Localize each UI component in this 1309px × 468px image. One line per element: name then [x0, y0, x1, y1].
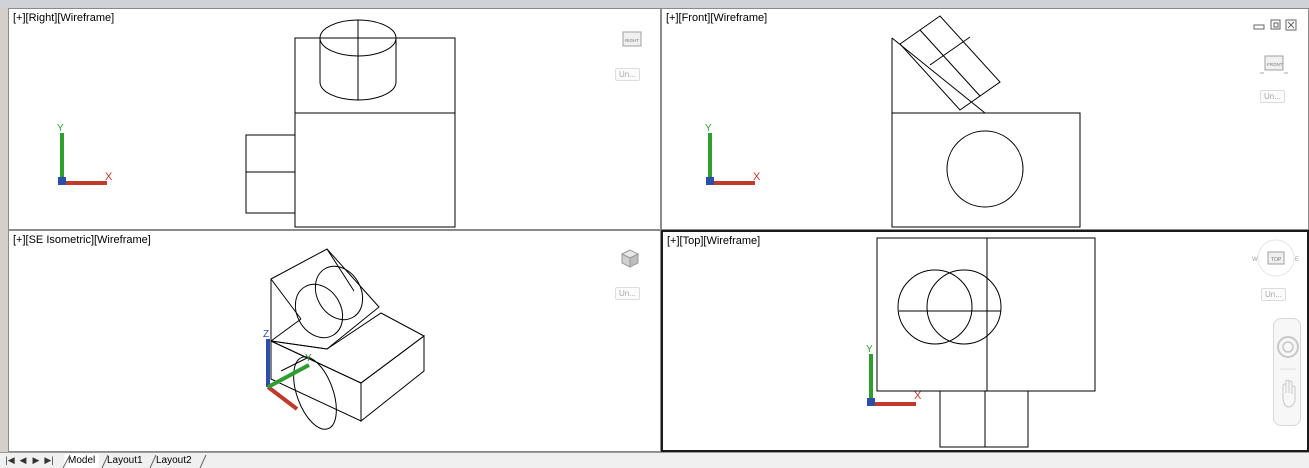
tab-layout1[interactable]: Layout1: [107, 455, 143, 466]
ucs-y-label: Y: [305, 353, 312, 364]
viewport-label-front[interactable]: [+][Front][Wireframe]: [666, 12, 768, 24]
geometry-se-isometric: [270, 248, 425, 430]
iso-front-cylinder: [293, 356, 337, 430]
side-box: [245, 134, 296, 214]
ucs-origin: [867, 398, 875, 406]
tab-layout2[interactable]: Layout2: [156, 455, 192, 466]
ucs-z-label: Z: [263, 329, 269, 340]
ucs-icon-top: Y X: [866, 344, 922, 406]
ucs-y-label: Y: [866, 344, 873, 355]
tab-model[interactable]: Model: [64, 454, 100, 468]
ucs-menu-button-se-isometric[interactable]: Un...: [615, 287, 640, 300]
drawing-front: Y X FRONT: [705, 15, 1297, 228]
top-plan-outline: [876, 237, 1096, 392]
viewport-label-top[interactable]: [+][Top][Wireframe]: [667, 235, 761, 247]
tilted-cylinder-divider-2: [929, 36, 971, 66]
ucs-y-label: Y: [57, 123, 64, 134]
compass-west: W: [1252, 257, 1258, 263]
ucs-origin: [58, 177, 66, 185]
iso-front-cylinder-edge: [280, 356, 310, 372]
iso-cylinder-top: [314, 265, 364, 321]
tab-slants: [62, 454, 207, 468]
drawing-right: Y X RIGHT: [57, 19, 642, 228]
pan-hand-icon[interactable]: [1282, 379, 1296, 408]
viewcube-face-label: RIGHT: [625, 38, 639, 43]
ucs-icon-front: Y X: [705, 123, 761, 185]
lower-box: [294, 112, 456, 228]
tilted-cylinder-outline: [899, 15, 1001, 111]
ucs-menu-button-right[interactable]: Un...: [615, 68, 640, 81]
first-tab-icon[interactable]: |◀: [5, 455, 15, 465]
box-right-face: [360, 335, 425, 423]
top-plan-tab: [939, 390, 1029, 448]
drawing-top: Y X TOP W E: [866, 237, 1299, 448]
viewport-top[interactable]: Y X TOP W E [+][Top][Wireframe] Un...: [661, 230, 1309, 452]
viewport-label-se-isometric[interactable]: [+][SE Isometric][Wireframe]: [13, 234, 151, 246]
restore-icon[interactable]: [1270, 19, 1281, 30]
tab-nav-arrows: |◀ ◀ ▶ ▶|: [4, 454, 55, 467]
minimize-icon[interactable]: [1253, 24, 1265, 30]
last-tab-icon[interactable]: ▶|: [44, 455, 54, 465]
viewcube-se-isometric[interactable]: [620, 249, 640, 268]
iso-cylinder-bottom: [294, 283, 344, 339]
layout-tab-bar: |◀ ◀ ▶ ▶| Model Layout1 Layout2: [0, 452, 1309, 468]
ucs-x-label: X: [753, 171, 761, 183]
viewcube-front[interactable]: FRONT: [1260, 55, 1288, 74]
navigation-bar: [1273, 318, 1301, 426]
top-circle-1: [897, 269, 973, 345]
viewcube-right[interactable]: RIGHT: [622, 31, 642, 47]
viewport-right[interactable]: Y X RIGHT [+][Right][Wireframe] Un...: [8, 8, 661, 230]
drawing-se-isometric: Z Y: [263, 248, 640, 430]
wedge-edge-2: [326, 248, 355, 292]
ucs-x-axis: [266, 385, 299, 411]
geometry-front: [891, 15, 1081, 228]
box-left-face: [270, 340, 362, 422]
ucs-x-label: X: [914, 390, 922, 402]
slope-edge: [891, 37, 986, 114]
wedge-edge-3: [270, 318, 302, 342]
ucs-icon-se-isometric: Z Y: [263, 329, 312, 411]
prev-tab-icon[interactable]: ◀: [19, 455, 27, 465]
front-box: [891, 112, 1081, 228]
ucs-icon-right: Y X: [57, 123, 113, 185]
ucs-y-label: Y: [705, 123, 712, 134]
ucs-menu-button-front[interactable]: Un...: [1260, 90, 1285, 103]
tilted-cylinder-divider-1: [919, 29, 981, 97]
viewport-front[interactable]: Y X FRONT [+][Front][Wireframe] Un...: [661, 8, 1309, 230]
geometry-right: [245, 19, 456, 228]
ucs-x-label: X: [105, 171, 113, 183]
ucs-origin: [706, 177, 714, 185]
geometry-top: [876, 237, 1096, 448]
steering-wheel-icon[interactable]: [1277, 336, 1299, 358]
wedge-face: [270, 248, 380, 350]
top-circle-2: [926, 269, 1002, 345]
close-icon[interactable]: [1285, 19, 1297, 31]
front-circle: [946, 130, 1024, 208]
upper-box: [294, 37, 456, 114]
viewport-se-isometric[interactable]: Z Y [+][SE Isometric][Wireframe] Un...: [8, 230, 661, 452]
viewcube-top[interactable]: TOP W E: [1252, 239, 1299, 277]
viewport-label-right[interactable]: [+][Right][Wireframe]: [13, 12, 115, 24]
next-tab-icon[interactable]: ▶: [32, 455, 40, 465]
navigation-bar-icons: [1277, 336, 1299, 408]
compass-east: E: [1295, 257, 1299, 263]
window-controls: [1253, 19, 1297, 31]
ucs-y-axis: [267, 363, 310, 389]
viewcube-face-label: TOP: [1271, 257, 1282, 263]
top-strip: [0, 0, 1309, 8]
ucs-menu-button-top[interactable]: Un...: [1261, 288, 1286, 301]
viewcube-face-label: FRONT: [1267, 62, 1283, 67]
